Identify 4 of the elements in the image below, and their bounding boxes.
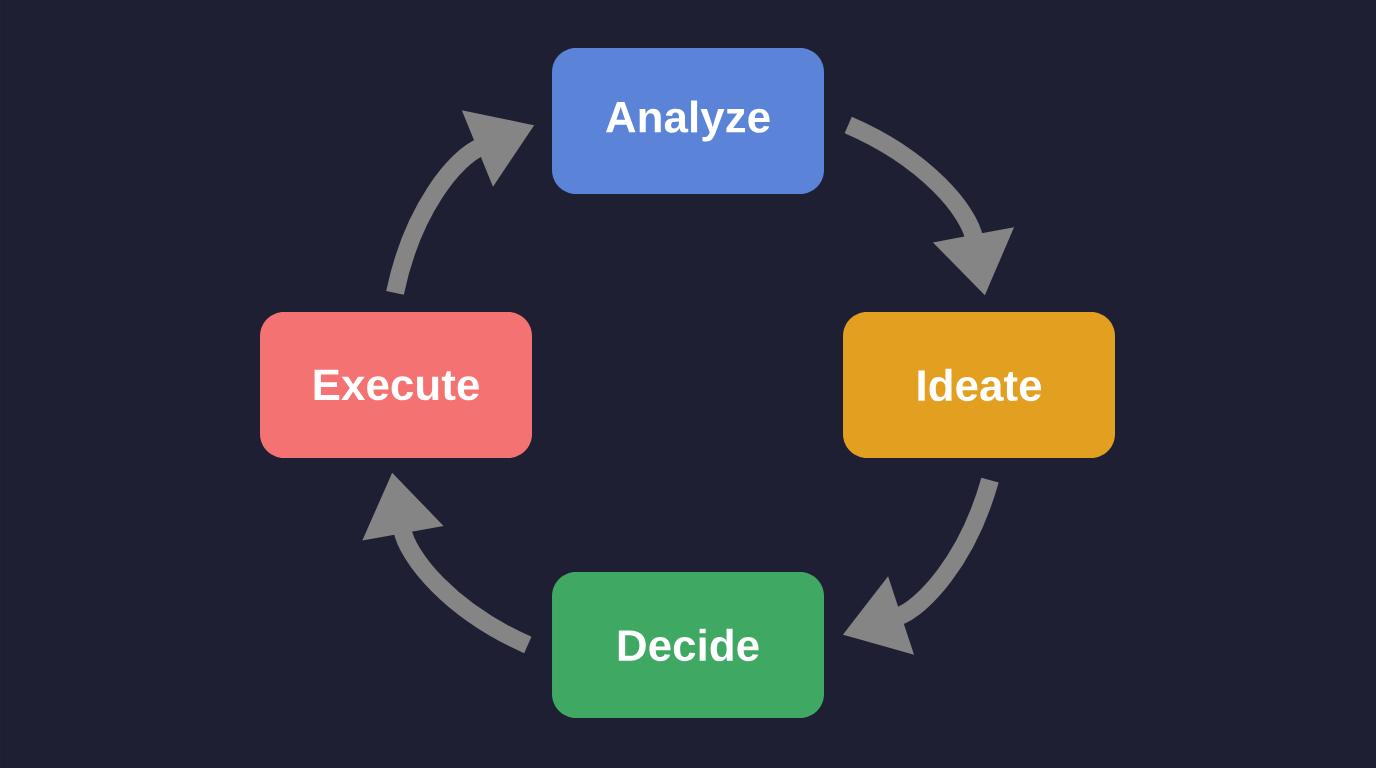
process-box: Decide	[552, 572, 824, 718]
process-box: Ideate	[843, 312, 1115, 458]
process-box: Analyze	[552, 48, 824, 194]
process-box: Execute	[260, 312, 532, 458]
